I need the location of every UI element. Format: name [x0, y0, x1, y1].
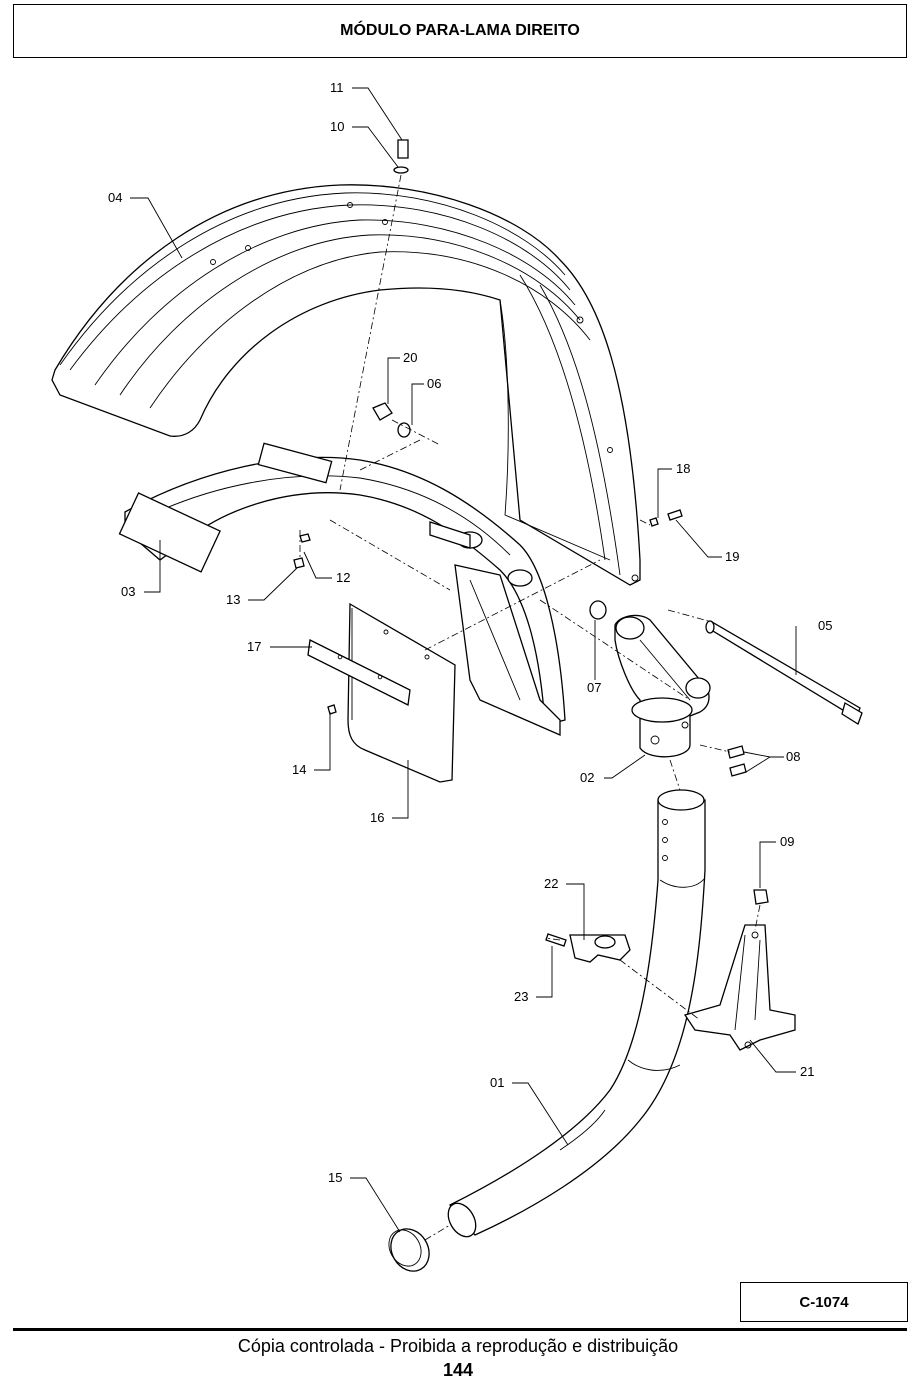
callout-04: 04 [108, 190, 122, 205]
pivot-part-02 [614, 614, 711, 758]
callout-10: 10 [330, 119, 344, 134]
callout-12: 12 [336, 570, 350, 585]
callout-labels: 11 10 04 20 06 18 19 03 12 13 17 05 07 0… [108, 80, 832, 1185]
callout-01: 01 [490, 1075, 504, 1090]
assembly-axes [299, 174, 761, 1241]
callout-02: 02 [580, 770, 594, 785]
footer-note: Cópia controlada - Proibida a reprodução… [237, 1336, 679, 1356]
cap-part-15 [388, 1228, 430, 1272]
callout-23: 23 [514, 989, 528, 1004]
callout-14: 14 [292, 762, 306, 777]
bracket-part-21 [683, 924, 796, 1051]
callout-17: 17 [247, 639, 261, 654]
callout-07: 07 [587, 680, 601, 695]
page-title: MÓDULO PARA-LAMA DIREITO [13, 4, 907, 58]
callout-19: 19 [725, 549, 739, 564]
leader-lines [130, 87, 797, 1233]
callout-08: 08 [786, 749, 800, 764]
bracket-part-03 [118, 442, 566, 736]
document-code: C-1074 [740, 1282, 908, 1322]
callout-11: 11 [330, 80, 344, 95]
callout-22: 22 [544, 876, 558, 891]
callout-18: 18 [676, 461, 690, 476]
clamp-part-22 [569, 934, 631, 963]
callout-03: 03 [121, 584, 135, 599]
callout-20: 20 [403, 350, 417, 365]
callout-21: 21 [800, 1064, 814, 1079]
strap-part-17 [307, 639, 411, 706]
callout-13: 13 [226, 592, 240, 607]
pin-part-05 [705, 620, 863, 725]
footer-rule [13, 1328, 907, 1331]
page-number: 144 [442, 1360, 474, 1380]
callout-15: 15 [328, 1170, 342, 1185]
tube-part-01 [447, 789, 706, 1238]
fender-part-04 [51, 184, 641, 586]
hardware-parts [293, 139, 769, 947]
callout-05: 05 [818, 618, 832, 633]
callout-06: 06 [427, 376, 441, 391]
callout-09: 09 [780, 834, 794, 849]
callout-16: 16 [370, 810, 384, 825]
